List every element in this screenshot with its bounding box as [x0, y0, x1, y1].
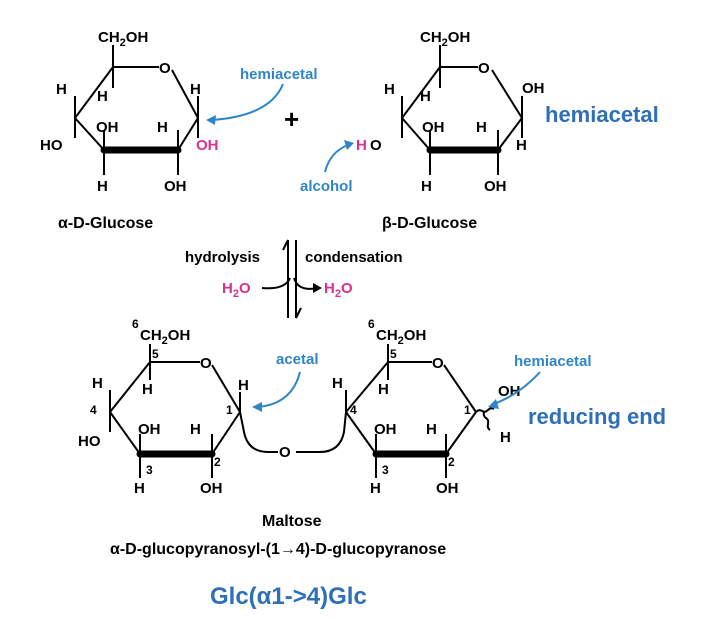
maltose-right-ring-oxygen: O — [432, 355, 444, 372]
water-right: H2O — [324, 280, 353, 300]
hemiacetal-arrowhead-maltose — [488, 399, 499, 409]
alcohol-arrow — [324, 144, 349, 173]
hemiacetal-label-alpha: hemiacetal — [240, 66, 318, 83]
maltose-right-c4-h: H — [332, 375, 343, 392]
maltose-right-c2-oh: OH — [436, 480, 459, 497]
maltose-left-c4-h: H — [92, 375, 103, 392]
maltose-left-c1-number: 1 — [226, 403, 233, 417]
beta-ring-oxygen: O — [478, 60, 490, 77]
maltose-left-c4-number: 4 — [90, 403, 97, 417]
beta-c4-h-alcohol: H — [356, 137, 367, 154]
maltose-systematic-name: α-D-glucopyranosyl-(1→4)-D-glucopyranose — [110, 541, 446, 558]
maltose-left-ring: O 6 CH2OH 5 H H 4 HO OH 3 H H 2 OH H 1 — [78, 317, 249, 497]
maltose-right-ring: O 6 CH2OH 5 H H 4 OH 3 H H 2 OH 1 OH H — [332, 317, 521, 497]
alpha-ring-oxygen: O — [159, 60, 171, 77]
equilibrium-arrows: hydrolysis condensation H2O H2O — [185, 239, 403, 319]
maltose-left-c2-oh: OH — [200, 480, 223, 497]
acetal-arrowhead — [252, 402, 262, 412]
maltose-left-c3-h: H — [134, 480, 145, 497]
maltose-anomeric-h: H — [500, 429, 511, 446]
alpha-c2-h: H — [157, 119, 168, 136]
maltose-left-c2-h: H — [190, 421, 201, 438]
maltose-right-ch2oh: CH2OH — [376, 327, 426, 347]
acetal-arrow — [257, 371, 301, 408]
beta-c5-h: H — [420, 88, 431, 105]
alpha-ch2oh: CH2OH — [98, 29, 148, 49]
maltose-right-c3-h: H — [370, 480, 381, 497]
water-left: H2O — [222, 280, 251, 300]
plus-sign: + — [284, 104, 299, 134]
maltose-left-c5-h: H — [142, 381, 153, 398]
hemiacetal-heading-beta: hemiacetal — [545, 102, 659, 127]
hemiacetal-label-maltose: hemiacetal — [514, 353, 592, 370]
acetal-label: acetal — [276, 351, 319, 368]
beta-c4-o: O — [370, 137, 382, 154]
maltose-left-c1-h: H — [238, 377, 249, 394]
hydrolysis-label: hydrolysis — [185, 249, 260, 266]
maltose-left-c3-number: 3 — [146, 463, 153, 477]
maltose-left-ch2oh: CH2OH — [140, 327, 190, 347]
maltose-right-c3-oh: OH — [374, 421, 397, 438]
maltose-left-c3-oh: OH — [138, 421, 161, 438]
maltose-anomeric-oh: OH — [498, 383, 521, 400]
bridge-oxygen: O — [279, 444, 291, 461]
alpha-c1-h: H — [190, 81, 201, 98]
alpha-c4-h: H — [56, 81, 67, 98]
reducing-end-label: reducing end — [528, 404, 666, 429]
alpha-anomeric-oh: OH — [196, 137, 219, 154]
maltose-anomeric-wavy-oh — [475, 407, 495, 413]
glycosidic-bond: O — [239, 411, 347, 461]
maltose-left-c2-number: 2 — [214, 455, 221, 469]
water-arrowhead — [313, 283, 322, 293]
alpha-c5-h: H — [97, 88, 108, 105]
beta-c3-oh: OH — [422, 119, 445, 136]
beta-anomeric-oh: OH — [522, 80, 545, 97]
maltose-right-c1-number: 1 — [464, 403, 471, 417]
maltose-right-c4-number: 4 — [350, 403, 357, 417]
beta-c2-oh: OH — [484, 178, 507, 195]
hemiacetal-arrowhead-alpha — [206, 115, 216, 125]
water-curve-left — [261, 277, 291, 290]
condensation-label: condensation — [305, 249, 403, 266]
alpha-glucose-name: α-D-Glucose — [58, 215, 153, 232]
alpha-c4-ho: HO — [40, 137, 63, 154]
beta-ch2oh: CH2OH — [420, 29, 470, 49]
hemiacetal-arrow-maltose — [493, 371, 541, 405]
maltose-anomeric-wavy-h — [482, 411, 491, 431]
beta-glucose-name: β-D-Glucose — [382, 215, 477, 232]
alcohol-arrowhead — [344, 140, 354, 150]
alpha-glucose: O CH2OH H H HO OH H H OH H OH α-D-Glucos… — [40, 29, 219, 232]
maltose-right-c2-number: 2 — [448, 455, 455, 469]
maltose-name: Maltose — [262, 513, 322, 530]
beta-glucose: O CH2OH H H H O OH H H OH OH H β-D-Gluco… — [356, 29, 545, 232]
maltose-right-c3-number: 3 — [382, 463, 389, 477]
beta-c1-h: H — [516, 137, 527, 154]
maltose-short-notation: Glc(α1->4)Glc — [210, 583, 367, 610]
maltose-left-c6-number: 6 — [132, 317, 139, 331]
alpha-c3-oh: OH — [96, 119, 119, 136]
beta-c3-h: H — [421, 178, 432, 195]
alpha-c3-h: H — [97, 178, 108, 195]
maltose-left-c5-number: 5 — [152, 347, 159, 361]
alcohol-label: alcohol — [300, 178, 353, 195]
maltose-left-ring-oxygen: O — [200, 355, 212, 372]
beta-c2-h: H — [476, 119, 487, 136]
maltose-left-c4-ho: HO — [78, 433, 101, 450]
hemiacetal-arrow-alpha — [211, 83, 284, 121]
maltose-right-c2-h: H — [426, 421, 437, 438]
maltose-right-c5-number: 5 — [390, 347, 397, 361]
maltose-right-c6-number: 6 — [368, 317, 375, 331]
maltose-right-c5-h: H — [378, 381, 389, 398]
beta-c4-h: H — [384, 81, 395, 98]
alpha-c2-oh: OH — [164, 178, 187, 195]
